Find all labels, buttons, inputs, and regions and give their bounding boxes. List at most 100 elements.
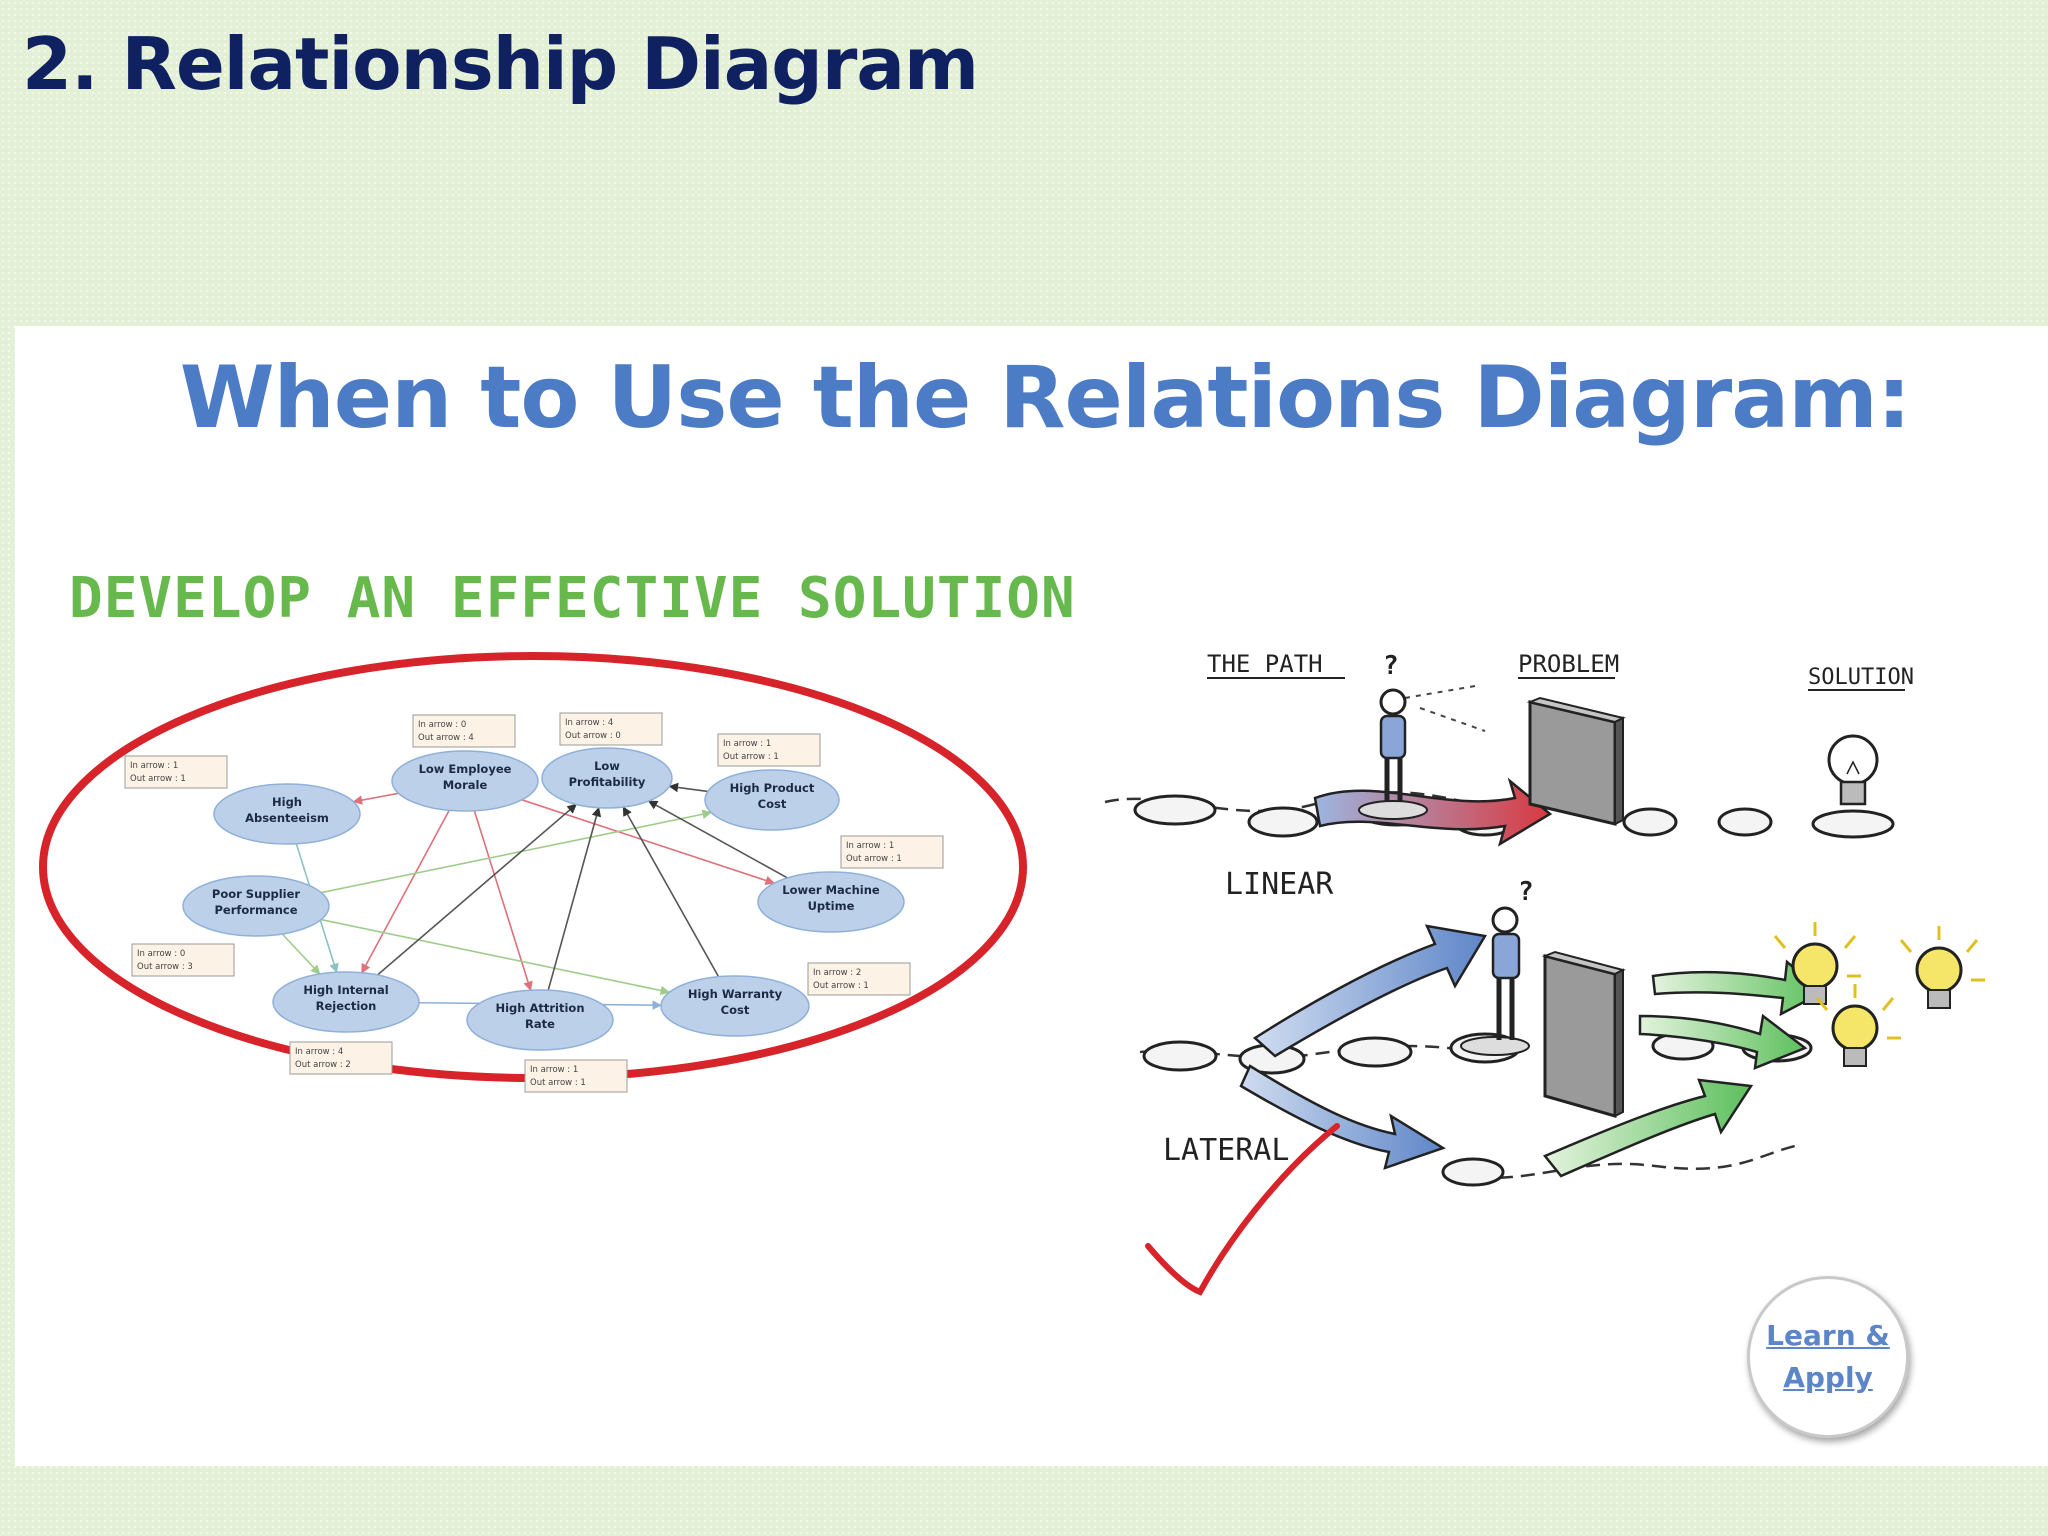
node-label: Morale xyxy=(443,778,488,792)
in-arrow-count: In arrow : 0 xyxy=(137,949,185,959)
out-arrow-count: Out arrow : 3 xyxy=(137,962,193,972)
node-label: Absenteeism xyxy=(245,811,329,825)
node-label: Performance xyxy=(214,903,297,917)
node-label: Rate xyxy=(525,1017,555,1031)
in-arrow-count: In arrow : 1 xyxy=(130,761,178,771)
node-label: Rejection xyxy=(316,999,377,1013)
arrow-count-box xyxy=(717,733,821,767)
arrow-count-box xyxy=(559,712,663,746)
out-arrow-count: Out arrow : 0 xyxy=(565,731,621,741)
solution-arrow xyxy=(1542,1078,1754,1178)
in-arrow-count: In arrow : 4 xyxy=(565,718,613,728)
in-arrow-count: In arrow : 1 xyxy=(530,1065,578,1075)
relation-edge xyxy=(281,933,321,975)
node-shape xyxy=(272,971,420,1033)
relation-edge xyxy=(547,806,602,991)
relation-edge xyxy=(647,800,788,879)
out-arrow-count: Out arrow : 1 xyxy=(813,981,869,991)
lateral-trail xyxy=(1454,1144,1796,1180)
node-shape xyxy=(182,875,330,937)
in-arrow-count: In arrow : 1 xyxy=(723,739,771,749)
label-problem: PROBLEM xyxy=(1518,650,1619,678)
panel-heading: When to Use the Relations Diagram: xyxy=(179,348,1912,448)
arrow-count-box xyxy=(807,962,911,996)
in-arrow-count: In arrow : 1 xyxy=(846,841,894,851)
node-shape xyxy=(704,769,840,831)
relation-edge xyxy=(361,809,450,974)
relation-edge xyxy=(622,806,720,978)
out-arrow-count: Out arrow : 1 xyxy=(723,752,779,762)
lightbulb-icon xyxy=(1899,926,1985,1009)
node-shape xyxy=(466,989,614,1051)
arrow-count-box xyxy=(524,1059,628,1093)
problem-wall xyxy=(1526,696,1626,826)
label-the-path: THE PATH xyxy=(1207,650,1323,678)
node-label: High Attrition xyxy=(495,1001,584,1015)
in-arrow-count: In arrow : 4 xyxy=(295,1047,343,1057)
relation-edge xyxy=(668,782,708,793)
question-mark: ? xyxy=(1518,877,1534,907)
out-arrow-count: Out arrow : 1 xyxy=(130,774,186,784)
out-arrow-count: Out arrow : 2 xyxy=(295,1060,351,1070)
arrow-count-box xyxy=(840,835,944,869)
path-sketch: THE PATH PROBLEM SOLUTION ? LINEAR xyxy=(1104,650,1985,1296)
node-label: High xyxy=(272,795,302,809)
relation-edge xyxy=(377,803,577,976)
relation-edge xyxy=(321,809,713,894)
in-arrow-count: In arrow : 2 xyxy=(813,968,861,978)
label-lateral: LATERAL xyxy=(1163,1133,1289,1168)
person-figure xyxy=(1358,688,1428,820)
subheading: DEVELOP AN EFFECTIVE SOLUTION xyxy=(69,566,1076,631)
node-label: High Internal xyxy=(303,983,388,997)
in-arrow-count: In arrow : 0 xyxy=(418,720,466,730)
thinking-figure xyxy=(1460,906,1530,1056)
node-label: Low xyxy=(594,759,620,773)
node-shape xyxy=(213,783,361,845)
node-label: Lower Machine xyxy=(782,883,880,897)
question-mark: ? xyxy=(1383,651,1399,681)
slide-title: 2. Relationship Diagram xyxy=(22,22,979,106)
linear-arrow xyxy=(1313,777,1553,847)
gaze-lines xyxy=(1404,685,1486,732)
arrow-count-box xyxy=(289,1041,393,1075)
arrow-count-box xyxy=(124,755,228,789)
lateral-arrow-down xyxy=(1239,1064,1446,1170)
relation-edge xyxy=(320,918,671,996)
learn-badge-line: Learn & xyxy=(1766,1319,1890,1352)
learn-and-apply-button[interactable]: Learn & Apply xyxy=(1747,1276,1909,1438)
node-label: High Warranty xyxy=(688,987,783,1001)
node-shape xyxy=(541,747,673,809)
solution-arrow xyxy=(1638,1013,1808,1070)
lightbulb-icon xyxy=(1815,984,1901,1067)
relation-edge xyxy=(521,799,776,886)
node-label: Cost xyxy=(721,1003,750,1017)
node-shape xyxy=(757,871,905,933)
solution-arrow xyxy=(1651,959,1826,1017)
label-linear: LINEAR xyxy=(1225,867,1334,902)
node-shape xyxy=(660,975,810,1037)
arrow-count-box xyxy=(131,943,235,977)
arrow-count-box xyxy=(412,714,516,748)
problem-wall xyxy=(1541,950,1626,1118)
label-solution: SOLUTION xyxy=(1808,665,1914,690)
lateral-arrow-up xyxy=(1252,924,1488,1058)
content-panel: When to Use the Relations Diagram: DEVEL… xyxy=(15,326,2048,1466)
relation-edge xyxy=(352,792,399,805)
lightbulb-icon xyxy=(1773,922,1861,1005)
node-label: Cost xyxy=(758,797,787,811)
edges-layer xyxy=(281,782,788,1010)
node-shape xyxy=(391,750,539,812)
relation-edge xyxy=(473,810,533,992)
checkmark-icon xyxy=(1145,1123,1340,1296)
